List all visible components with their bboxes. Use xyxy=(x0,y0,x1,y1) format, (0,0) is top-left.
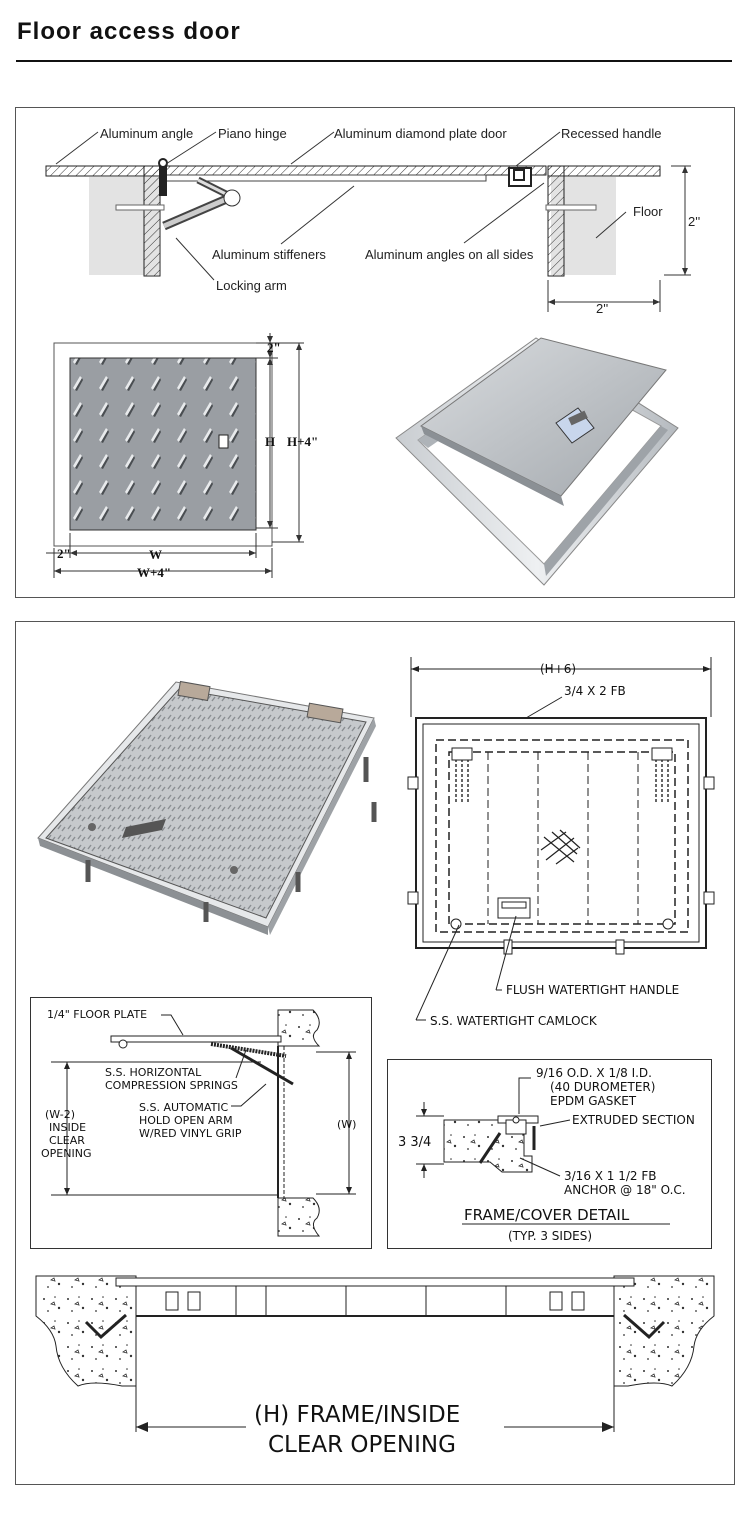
title-divider xyxy=(16,60,732,62)
leader-recessed-handle xyxy=(515,131,561,167)
label-gasket-3: EPDM GASKET xyxy=(550,1094,637,1108)
frame-cover-detail-drawing: 9/16 O.D. X 1/8 I.D. (40 DUROMETER) EPDM… xyxy=(398,1066,695,1243)
label-arm-3: W/RED VINYL GRIP xyxy=(139,1127,242,1140)
aluminum-door-panel: 2'' 2'' Aluminum angle Piano hinge Alumi… xyxy=(15,107,735,598)
leader-stiffeners xyxy=(280,185,355,245)
leader-floor xyxy=(595,211,627,239)
stiffener xyxy=(163,174,487,182)
plan-dim-h: H xyxy=(265,434,275,449)
steel-door-top-view xyxy=(407,657,715,1021)
plan-dim-w4: W+4" xyxy=(137,565,171,580)
label-inside-1: (W-2) xyxy=(45,1108,75,1121)
plan-dim-w: W xyxy=(149,547,162,562)
side-detail-box: 1/4" FLOOR PLATE S.S. HORIZONTAL COMPRES… xyxy=(30,997,372,1249)
label-locking-arm: Locking arm xyxy=(216,278,287,293)
piano-hinge xyxy=(159,162,167,196)
label-angles-all-sides: Aluminum angles on all sides xyxy=(365,247,534,262)
label-anchor-1: 3/16 X 1 1/2 FB xyxy=(564,1169,657,1183)
steel-door-drawing: (H+6) 3/4 X 2 FB FLUSH WATERTIGHT HANDLE… xyxy=(37,657,715,1028)
label-piano-hinge: Piano hinge xyxy=(218,126,287,141)
label-diamond-plate-door: Aluminum diamond plate door xyxy=(334,126,507,141)
steel-door-3d-render xyxy=(37,680,377,935)
label-inside-2: INSIDE xyxy=(49,1121,86,1134)
label-arm-2: HOLD OPEN ARM xyxy=(139,1114,233,1127)
plan-handle-icon xyxy=(218,434,229,449)
page-title: Floor access door xyxy=(17,18,241,45)
steel-door-panel: (H+6) 3/4 X 2 FB FLUSH WATERTIGHT HANDLE… xyxy=(15,621,735,1485)
plan-dim-h4: H+4" xyxy=(287,434,318,449)
left-angle-leg xyxy=(143,165,161,277)
label-aluminum-angle: Aluminum angle xyxy=(100,126,193,141)
dim-2-vertical: 2'' xyxy=(688,214,700,229)
frame-detail-title: FRAME/COVER DETAIL xyxy=(464,1206,630,1224)
leader-piano-hinge xyxy=(165,131,217,165)
dim-3-3-4: 3 3/4 xyxy=(398,1135,431,1150)
label-floor: Floor xyxy=(633,204,663,219)
label-gasket-2: (40 DUROMETER) xyxy=(550,1080,655,1094)
label-camlock: S.S. WATERTIGHT CAMLOCK xyxy=(430,1014,598,1028)
label-extruded: EXTRUDED SECTION xyxy=(572,1113,695,1127)
dim-w: (W) xyxy=(337,1118,356,1131)
label-arm-1: S.S. AUTOMATIC xyxy=(139,1101,229,1114)
label-recessed-handle: Recessed handle xyxy=(561,126,661,141)
frame-detail-subtitle: (TYP. 3 SIDES) xyxy=(508,1229,592,1243)
label-floor-plate: 1/4" FLOOR PLATE xyxy=(47,1008,147,1021)
right-angle-top xyxy=(547,165,661,177)
plan-dim-top: 2" xyxy=(267,340,281,355)
aluminum-door-drawing: 2'' 2'' Aluminum angle Piano hinge Alumi… xyxy=(45,126,700,586)
label-stiffeners: Aluminum stiffeners xyxy=(212,247,326,262)
right-angle-leg xyxy=(547,165,565,277)
label-springs-1: S.S. HORIZONTAL xyxy=(105,1066,202,1079)
plan-dim-left: 2" xyxy=(57,546,71,561)
aluminum-door-3d-render xyxy=(395,337,679,586)
dim-2-horizontal: 2'' xyxy=(596,301,608,316)
frame-cover-detail-box: 9/16 O.D. X 1/8 I.D. (40 DUROMETER) EPDM… xyxy=(387,1059,712,1249)
label-anchor-2: ANCHOR @ 18" O.C. xyxy=(564,1183,686,1197)
side-detail-drawing: 1/4" FLOOR PLATE S.S. HORIZONTAL COMPRES… xyxy=(41,1008,356,1237)
dim-h6: (H+6) xyxy=(540,662,576,676)
label-flush-handle: FLUSH WATERTIGHT HANDLE xyxy=(506,983,679,997)
label-inside-4: OPENING xyxy=(41,1147,91,1160)
leader-angles xyxy=(463,182,545,244)
leader-diamond-plate xyxy=(290,131,335,165)
leader-aluminum-angle xyxy=(55,131,99,165)
leader-locking-arm xyxy=(175,237,215,281)
label-inside-3: CLEAR xyxy=(49,1134,85,1147)
door-plate-section xyxy=(163,165,547,176)
label-gasket-1: 9/16 O.D. X 1/8 I.D. xyxy=(536,1066,652,1080)
label-fb: 3/4 X 2 FB xyxy=(564,684,626,698)
label-springs-2: COMPRESSION SPRINGS xyxy=(105,1079,238,1092)
